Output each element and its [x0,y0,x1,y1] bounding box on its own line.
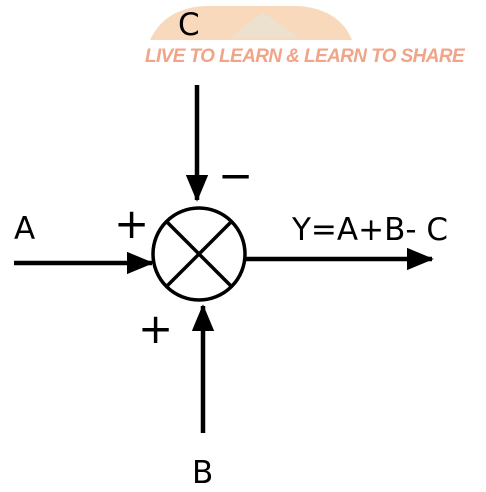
input-a-label: A [14,211,35,247]
input-b-label: B [192,455,213,491]
input-c-sign: − [218,151,253,200]
input-a-sign: + [114,199,149,248]
input-c-label: C [178,7,200,43]
summing-junction-cross-2 [165,220,233,288]
input-b-sign: + [138,304,173,353]
watermark-logo: LIVE TO LEARN & LEARN TO SHARE [145,6,467,67]
output-expression: Y=A+B- C [291,212,448,248]
watermark-badge-highlight [230,12,300,38]
watermark-text: LIVE TO LEARN & LEARN TO SHARE [145,46,466,67]
summing-junction [151,206,247,302]
